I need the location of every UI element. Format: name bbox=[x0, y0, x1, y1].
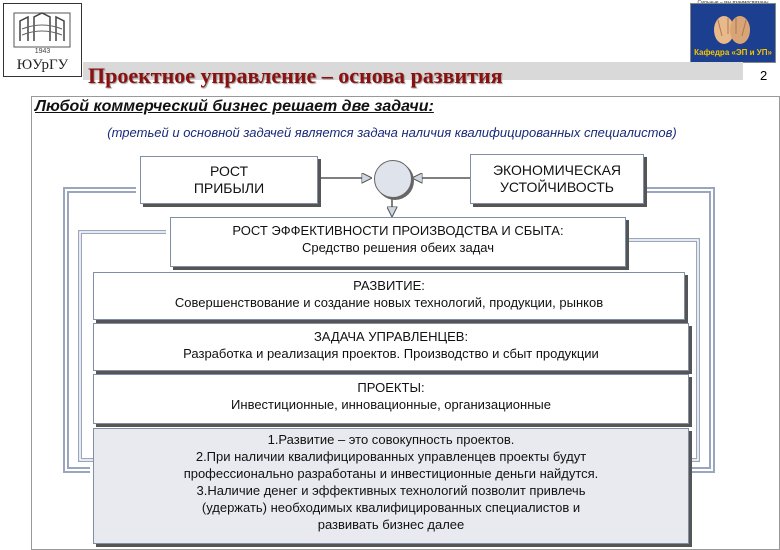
development-text: Совершенствование и создание новых техно… bbox=[174, 295, 604, 310]
profit-line-1: РОСТ bbox=[209, 163, 249, 179]
conclusion-line: развивать бизнес далее bbox=[317, 517, 465, 532]
dept-label: Кафедра «ЭП и УП» bbox=[694, 48, 772, 57]
stability-box: ЭКОНОМИЧЕСКАЯ УСТОЙЧИВОСТЬ bbox=[470, 154, 644, 204]
junction-circle bbox=[374, 160, 412, 198]
profit-box: РОСТ ПРИБЫЛИ bbox=[140, 156, 318, 204]
efficiency-text: Средство решения обеих задач bbox=[301, 240, 495, 255]
logo-year: 1943 bbox=[34, 48, 51, 55]
slide-number: 2 bbox=[760, 68, 768, 83]
projects-heading: ПРОЕКТЫ: bbox=[357, 380, 425, 395]
efficiency-box: РОСТ ЭФФЕКТИВНОСТИ ПРОИЗВОДСТВА И СБЫТА:… bbox=[170, 217, 626, 267]
managers-text: Разработка и реализация проектов. Произв… bbox=[183, 346, 599, 361]
conclusion-line: 2.При наличии квалифицированных управлен… bbox=[195, 449, 587, 464]
managers-heading: ЗАДАЧА УПРАВЛЕНЦЕВ: bbox=[313, 329, 469, 344]
conclusion-line: (удержать) необходимых квалифицированных… bbox=[201, 500, 581, 515]
development-heading: РАЗВИТИЕ: bbox=[353, 278, 425, 293]
university-logo: 1943 ЮУрГУ bbox=[3, 3, 82, 77]
lead-heading: Любой коммерческий бизнес решает две зад… bbox=[35, 98, 434, 115]
conclusion-line: 3.Наличие денег и эффективных технологий… bbox=[196, 483, 586, 498]
stability-line-2: УСТОЙЧИВОСТЬ bbox=[500, 179, 614, 195]
efficiency-heading: РОСТ ЭФФЕКТИВНОСТИ ПРОИЗВОДСТВА И СБЫТА: bbox=[232, 223, 564, 238]
hands-icon bbox=[714, 16, 750, 44]
note-text: (третьей и основной задачей является зад… bbox=[107, 125, 677, 140]
university-emblem-icon bbox=[13, 12, 71, 48]
conclusion-line: 1.Развитие – это совокупность проектов. bbox=[267, 432, 515, 447]
conclusions-box: 1.Развитие – это совокупность проектов. … bbox=[93, 428, 689, 544]
page-title: Проектное управление – основа развития bbox=[88, 63, 503, 88]
stability-line-1: ЭКОНОМИЧЕСКАЯ bbox=[492, 162, 622, 178]
title-band bbox=[83, 62, 743, 80]
managers-box: ЗАДАЧА УПРАВЛЕНЦЕВ: Разработка и реализа… bbox=[93, 323, 689, 371]
conclusion-line: профессионально разработаны и инвестицио… bbox=[183, 466, 599, 481]
logo-name: ЮУрГУ bbox=[16, 57, 69, 73]
development-box: РАЗВИТИЕ: Совершенствование и создание н… bbox=[93, 272, 685, 320]
profit-line-2: ПРИБЫЛИ bbox=[193, 180, 265, 196]
projects-box: ПРОЕКТЫ: Инвестиционные, инновационные, … bbox=[93, 374, 689, 424]
projects-text: Инвестиционные, инновационные, организац… bbox=[231, 397, 551, 412]
